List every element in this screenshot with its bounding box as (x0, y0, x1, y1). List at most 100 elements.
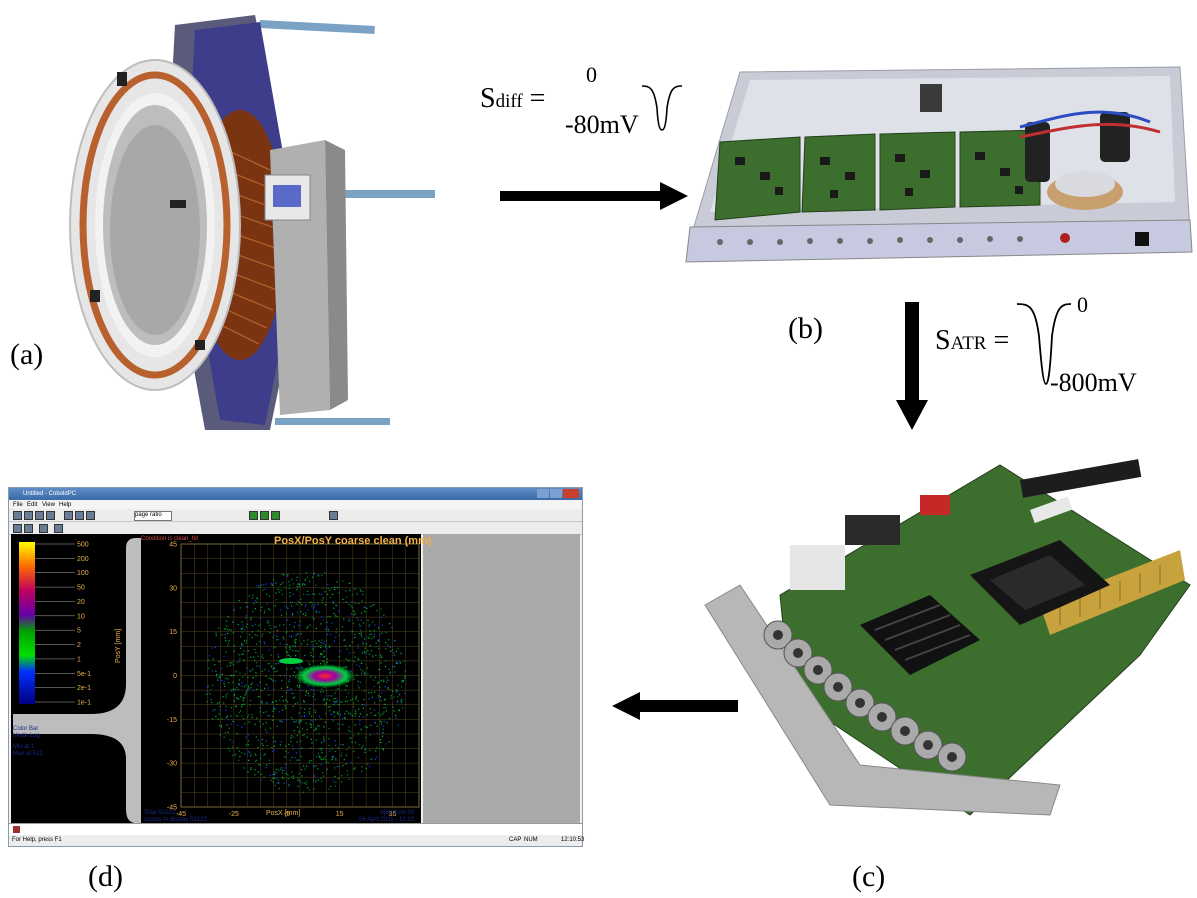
settings-icon[interactable] (329, 511, 338, 520)
scatter-point (308, 695, 310, 697)
scatter-point (324, 591, 326, 593)
scatter-point (354, 637, 356, 639)
status-bar: For Help, press F1 CAP NUM 12:10:53 (9, 835, 585, 846)
y-tick-label: 30 (169, 585, 177, 592)
scatter-point (313, 573, 315, 575)
scatter-point (275, 663, 277, 665)
scatter-point (376, 682, 379, 684)
scatter-point (350, 761, 353, 763)
command-bar[interactable] (9, 823, 582, 836)
save-icon[interactable] (35, 511, 44, 520)
scatter-point (297, 583, 299, 585)
scatter-point (337, 586, 339, 588)
scatter-point (286, 575, 289, 577)
scatter-point (340, 755, 342, 757)
scatter-point (380, 723, 383, 725)
scatter-point (304, 579, 306, 581)
scatter-point (401, 698, 403, 701)
scatter-point (304, 716, 306, 718)
menu-help[interactable]: Help (59, 502, 72, 508)
scatter-point (275, 592, 277, 594)
scatter-point (382, 748, 384, 750)
window-minimize-button[interactable] (537, 489, 549, 498)
scatter-point (374, 624, 376, 626)
open-icon[interactable] (24, 511, 33, 520)
scatter-point (279, 720, 281, 722)
scatter-point (314, 719, 317, 721)
scatter-point (356, 664, 358, 666)
scatter-point (370, 605, 372, 607)
scatter-point (298, 731, 300, 733)
scatter-point (236, 747, 239, 749)
scatter-point (225, 696, 227, 698)
plot-ylabel: PosY [mm] (115, 628, 122, 663)
scatter-point (299, 740, 301, 742)
scatter-point (297, 785, 299, 787)
spectrum-icon[interactable] (13, 524, 22, 533)
scatter-point (231, 662, 233, 664)
scatter-point (396, 701, 398, 703)
scatter-point (264, 588, 266, 590)
menu-view[interactable]: View (42, 502, 55, 508)
scatter-point (382, 749, 385, 751)
window-close-button[interactable] (563, 489, 579, 498)
scatter-point (279, 643, 281, 645)
scatter-point (285, 632, 288, 634)
scatter-point (210, 689, 212, 691)
scatter-point (324, 721, 327, 723)
window-icon[interactable] (24, 524, 33, 533)
scatter-point (362, 652, 364, 654)
zoom-select[interactable]: page ratio (134, 511, 172, 521)
scatter-point (382, 732, 384, 734)
scatter-point (247, 716, 249, 718)
paste-icon[interactable] (75, 511, 84, 520)
print-icon[interactable] (46, 511, 55, 520)
run-icon[interactable] (249, 511, 258, 520)
scatter-point (341, 580, 344, 582)
scatter-point (328, 748, 331, 750)
scatter-point (253, 603, 255, 605)
scatter-point (325, 639, 327, 642)
scatter-point (351, 641, 353, 643)
scatter-point (324, 713, 327, 715)
scatter-point (274, 680, 276, 682)
scatter-point (293, 697, 295, 699)
scatter-point (293, 777, 295, 780)
scatter-point (327, 630, 329, 632)
scatter-point (303, 765, 305, 767)
scatter-point (389, 689, 391, 691)
scatter-point (318, 593, 320, 595)
status-time: 12:10:53 (561, 837, 585, 843)
window-maximize-button[interactable] (550, 489, 562, 498)
new-icon[interactable] (13, 511, 22, 520)
scatter-point (349, 645, 351, 647)
scatter-point (305, 604, 307, 606)
scatter-point (219, 676, 221, 678)
pause-icon[interactable] (260, 511, 269, 520)
scatter-point (269, 774, 272, 777)
grid-icon[interactable] (54, 524, 63, 533)
scatter-point (313, 618, 315, 620)
scatter-point (226, 632, 229, 635)
scatter-point (263, 628, 266, 630)
scatter-point (289, 592, 291, 594)
menu-edit[interactable]: Edit (27, 502, 38, 508)
scatter-point (394, 671, 396, 673)
scatter-point (268, 595, 271, 597)
scatter-point (229, 750, 231, 752)
scatter-point (257, 696, 260, 698)
scatter-point (362, 745, 364, 747)
scatter-point (335, 744, 337, 747)
copy-icon[interactable] (64, 511, 73, 520)
scatter-point (305, 781, 307, 783)
scatter-point (362, 641, 364, 643)
pointer-icon[interactable] (39, 524, 48, 533)
scatter-point (351, 607, 353, 609)
cut-icon[interactable] (86, 511, 95, 520)
scatter-point (227, 628, 229, 631)
menu-file[interactable]: File (13, 502, 23, 508)
scatter-point (246, 623, 248, 625)
stop-icon[interactable] (271, 511, 280, 520)
scatter-point (301, 782, 303, 784)
scatter-point (323, 735, 325, 738)
